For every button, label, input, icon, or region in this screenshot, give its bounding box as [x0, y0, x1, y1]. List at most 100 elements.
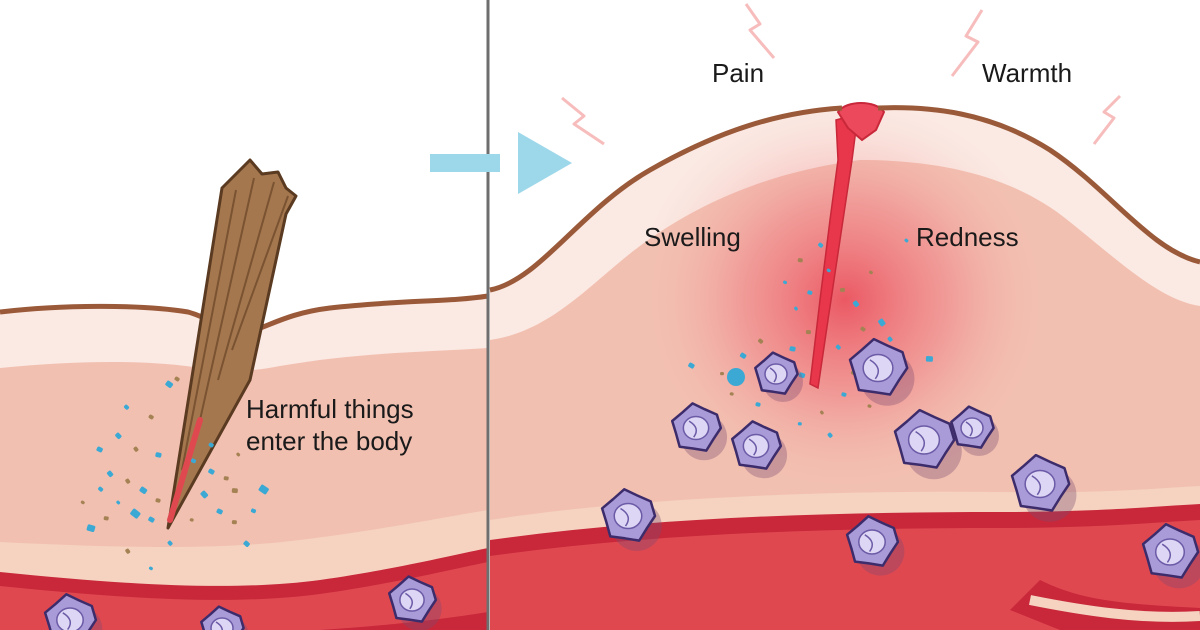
debris-particle	[807, 290, 813, 295]
debris-particle	[216, 508, 223, 515]
redness-label: Redness	[916, 222, 1019, 252]
immune-cell-icon	[1141, 522, 1200, 589]
debris-particle	[820, 410, 824, 415]
debris-particle	[797, 422, 802, 426]
redness-glow	[635, 100, 1055, 500]
left-debris	[80, 376, 269, 571]
wound-channel	[809, 112, 859, 390]
debris-particle	[208, 442, 214, 448]
debris-particle	[826, 268, 831, 273]
debris-particle	[797, 258, 803, 263]
debris-particle	[86, 524, 96, 533]
debris-particle	[96, 446, 103, 453]
harmful-things-label: Harmful things enter the body	[246, 394, 414, 457]
warmth-label: Warmth	[982, 58, 1073, 88]
immune-cell-icon	[754, 351, 803, 402]
debris-particle	[243, 540, 250, 547]
debris-particle	[130, 508, 141, 519]
left-vessel-cells	[43, 575, 442, 630]
debris-particle	[755, 402, 761, 407]
zigzag-pain-icon	[561, 3, 1122, 146]
debris-particle	[868, 270, 873, 275]
debris-particle	[165, 380, 174, 389]
debris-particle	[98, 486, 104, 492]
immune-cell-icon	[200, 605, 249, 630]
debris-particle	[133, 446, 139, 452]
debris-particle	[116, 500, 121, 505]
right-immune-cells	[600, 337, 1200, 589]
debris-particle	[258, 484, 269, 495]
left-panel	[0, 158, 489, 630]
debris-particle	[103, 516, 109, 521]
debris-particle	[189, 518, 194, 522]
debris-particle	[841, 392, 847, 397]
debris-particle	[190, 458, 197, 464]
debris-particle	[783, 280, 788, 285]
debris-particle	[80, 500, 85, 505]
debris-particle	[125, 548, 131, 554]
debris-particle	[155, 452, 162, 458]
debris-particle	[167, 540, 173, 546]
wound-top	[836, 102, 886, 142]
debris-particle	[878, 318, 886, 327]
splinter-icon	[166, 158, 298, 530]
debris-particle	[739, 352, 747, 359]
debris-particle	[106, 470, 114, 478]
immune-cell-icon	[670, 402, 728, 461]
debris-particle	[720, 372, 724, 376]
debris-particle	[852, 300, 860, 308]
debris-particle	[236, 452, 241, 457]
debris-particle	[200, 490, 209, 499]
right-vessel-branch	[1029, 595, 1200, 622]
immune-cell-icon	[950, 405, 999, 456]
debris-particle	[925, 356, 933, 362]
debris-particle	[798, 372, 806, 379]
swelling-label: Swelling	[644, 222, 741, 252]
debris-particle	[208, 468, 215, 475]
debris-particle	[155, 498, 161, 503]
debris-particle	[794, 306, 798, 311]
immune-cell-icon	[1010, 453, 1077, 522]
immune-cell-icon	[43, 593, 103, 630]
debris-particle	[148, 516, 155, 523]
debris-particle	[125, 478, 131, 484]
left-blood-vessel-inner	[0, 562, 488, 630]
debris-particle	[818, 242, 824, 248]
debris-particle	[835, 344, 841, 350]
debris-particle	[727, 368, 745, 386]
debris-particle	[148, 566, 153, 571]
right-panel	[489, 3, 1200, 630]
debris-particle	[789, 346, 796, 352]
right-blood-vessel-inner	[490, 520, 1200, 630]
right-debris	[688, 238, 933, 438]
debris-particle	[758, 338, 764, 344]
debris-particle	[123, 404, 130, 410]
arrow-right-icon	[430, 132, 572, 194]
debris-particle	[115, 432, 122, 440]
harmful-line-1: Harmful things	[246, 394, 414, 424]
debris-particle	[174, 376, 180, 382]
immune-cell-icon	[600, 488, 662, 551]
debris-particle	[231, 488, 238, 494]
immune-cell-icon	[893, 408, 962, 480]
pain-label: Pain	[712, 58, 765, 88]
immune-cell-icon	[387, 575, 442, 630]
immune-cell-icon	[845, 515, 905, 576]
debris-particle	[840, 288, 845, 292]
debris-particle	[250, 508, 257, 514]
debris-particle	[223, 476, 229, 481]
debris-particle	[867, 404, 872, 408]
debris-particle	[904, 238, 909, 243]
immune-cell-icon	[848, 337, 915, 406]
debris-particle	[139, 486, 148, 494]
debris-particle	[887, 336, 893, 342]
debris-particle	[860, 326, 866, 332]
harmful-line-2: enter the body	[246, 425, 413, 456]
immune-cell-icon	[730, 420, 788, 479]
debris-particle	[231, 520, 237, 525]
debris-particle	[148, 414, 154, 420]
debris-particle	[805, 330, 811, 335]
debris-particle	[729, 392, 734, 396]
debris-particle	[688, 362, 695, 369]
